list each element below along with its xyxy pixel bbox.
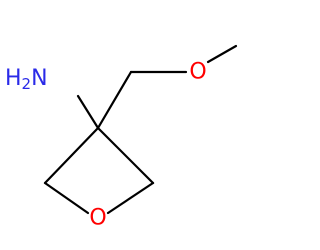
amine-label: H2N xyxy=(5,66,48,94)
ether-oxygen-label: O xyxy=(189,60,206,85)
bond-o-ch3 xyxy=(206,44,238,64)
amine-subscript: 2 xyxy=(22,75,32,93)
bond-c3-c2 xyxy=(96,126,155,185)
bond-c3-nh2 xyxy=(76,94,100,130)
molecule-structure: H2N O O xyxy=(5,44,238,231)
amine-nitrogen: N xyxy=(31,66,47,91)
bond-c3-c4 xyxy=(43,126,100,185)
bond-c4-oring xyxy=(43,181,90,215)
amine-hydrogen: H xyxy=(5,66,22,91)
ring-oxygen-label: O xyxy=(89,206,106,231)
structure-canvas: H2N O O xyxy=(5,44,238,231)
bond-c3-ch2 xyxy=(96,70,133,130)
bond-c2-oring xyxy=(106,181,155,215)
